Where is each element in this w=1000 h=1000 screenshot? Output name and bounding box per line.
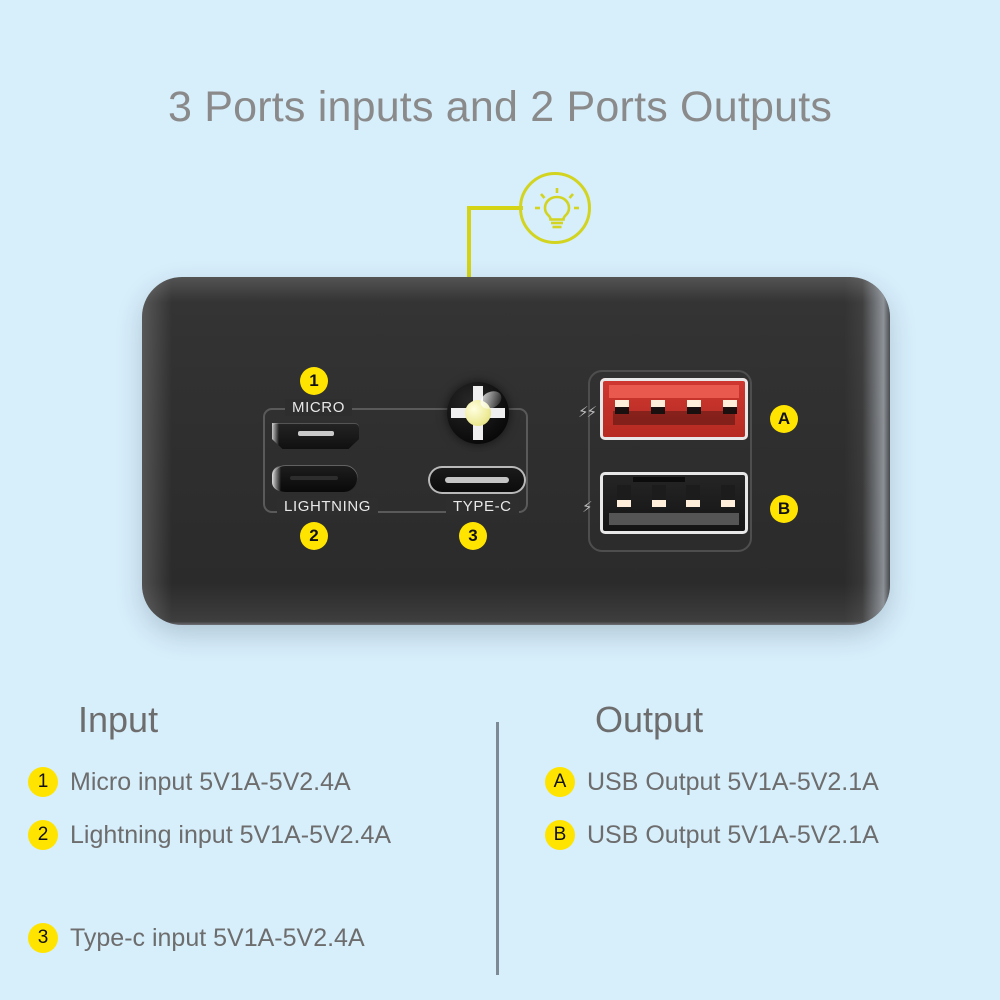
legend-heading-input: Input	[78, 699, 159, 740]
power-bank-device	[142, 277, 890, 625]
legend-badge-2: 2	[28, 820, 58, 850]
port-label-lightning: LIGHTNING	[277, 498, 379, 515]
device-badge-3: 3	[459, 522, 487, 550]
legend-text-b: USB Output 5V1A-5V2.1A	[587, 820, 879, 849]
usb-b-inner	[605, 477, 743, 529]
usb-b-bar	[609, 513, 739, 525]
output-group-bracket	[588, 370, 752, 552]
usb-a-bar	[609, 385, 739, 398]
usb-b-pins	[617, 485, 735, 511]
fast-charge-bolt-icon-a: ⚡⚡	[578, 404, 597, 421]
usb-a-port-icon	[600, 378, 748, 440]
device-edge-highlight	[142, 277, 172, 625]
input-group-bracket	[263, 408, 528, 513]
legend-item-input-1: 1 Micro input 5V1A-5V2.4A	[28, 767, 351, 797]
device-badge-1: 1	[300, 367, 328, 395]
port-label-type-c: TYPE-C	[446, 498, 519, 515]
usb-a-pins	[615, 400, 737, 422]
legend-heading-output: Output	[595, 699, 704, 740]
legend-text-a: USB Output 5V1A-5V2.1A	[587, 767, 879, 796]
legend-badge-1: 1	[28, 767, 58, 797]
legend-text-1: Micro input 5V1A-5V2.4A	[70, 767, 351, 796]
page-title: 3 Ports inputs and 2 Ports Outputs	[167, 83, 833, 131]
usb-b-notch	[633, 477, 685, 482]
legend-item-input-2: 2 Lightning input 5V1A-5V2.4A	[28, 820, 391, 850]
micro-usb-port-icon	[272, 423, 359, 449]
legend-badge-a: A	[545, 767, 575, 797]
usb-a-inner	[605, 383, 743, 435]
legend-item-input-3: 3 Type-c input 5V1A-5V2.4A	[28, 923, 365, 953]
led-indicator	[447, 382, 509, 444]
legend-item-output-a: A USB Output 5V1A-5V2.1A	[545, 767, 879, 797]
charge-bolt-icon-b: ⚡	[582, 499, 592, 516]
callout-leader-horizontal	[467, 206, 523, 210]
device-badge-2: 2	[300, 522, 328, 550]
lightbulb-icon	[519, 172, 591, 244]
legend-badge-b: B	[545, 820, 575, 850]
lightning-port-icon	[272, 465, 358, 492]
port-label-micro: MICRO	[285, 399, 352, 416]
usb-a-slot-shadow	[613, 411, 735, 425]
legend-text-2: Lightning input 5V1A-5V2.4A	[70, 820, 392, 849]
legend-badge-3: 3	[28, 923, 58, 953]
device-badge-a: A	[770, 405, 798, 433]
legend-divider	[496, 722, 499, 975]
usb-b-port-icon	[600, 472, 748, 534]
legend-item-output-b: B USB Output 5V1A-5V2.1A	[545, 820, 879, 850]
type-c-port-icon	[428, 466, 526, 494]
device-badge-b: B	[770, 495, 798, 523]
legend-text-3: Type-c input 5V1A-5V2.4A	[70, 923, 365, 952]
